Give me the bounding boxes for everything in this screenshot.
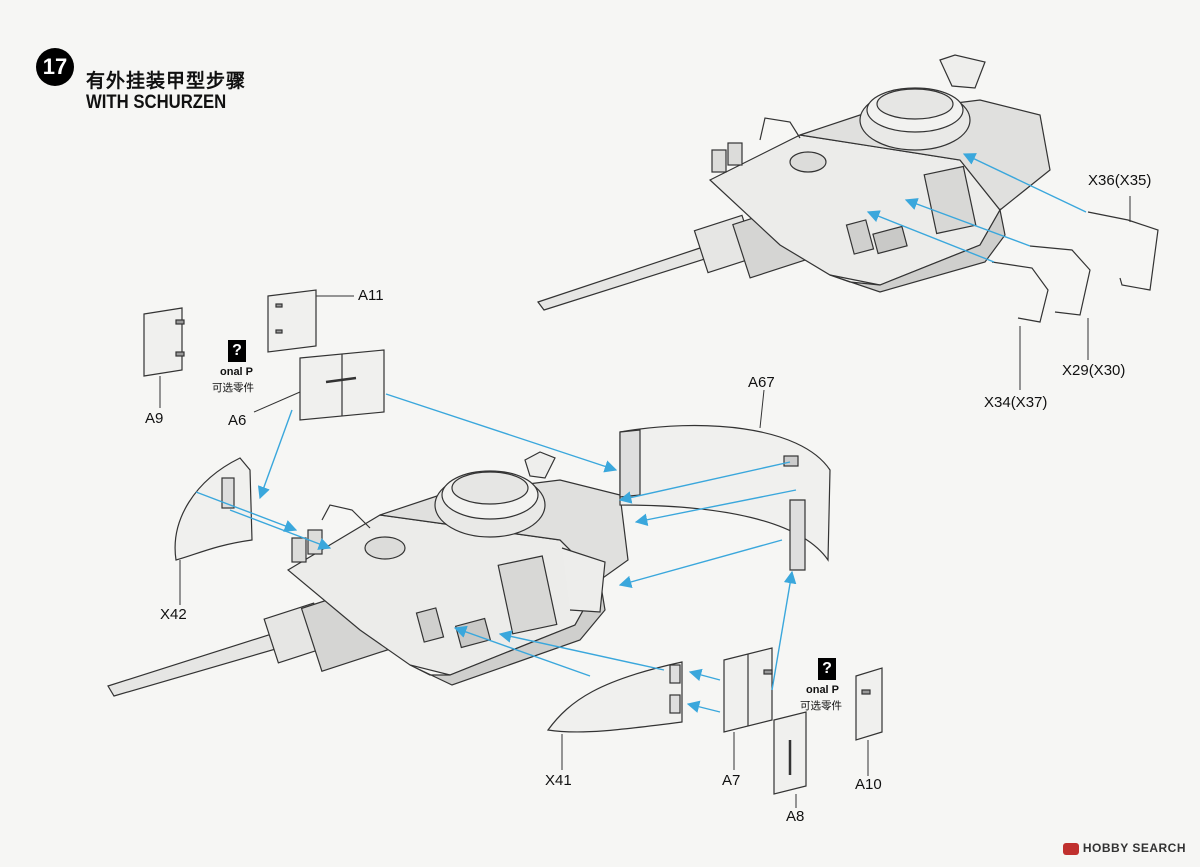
lower-turret bbox=[107, 451, 629, 697]
label-a7: A7 bbox=[722, 772, 741, 789]
label-x34: X34(X37) bbox=[984, 394, 1048, 411]
part-a67 bbox=[619, 424, 831, 571]
part-x42 bbox=[174, 457, 253, 561]
step-number-badge: 17 bbox=[36, 48, 74, 86]
optional-part-label-cn: 可选零件 bbox=[212, 382, 254, 394]
label-a9: A9 bbox=[145, 410, 164, 427]
part-x41 bbox=[546, 661, 683, 733]
part-a7 bbox=[723, 647, 773, 733]
label-a67: A67 bbox=[748, 374, 775, 391]
upper-brackets bbox=[991, 211, 1159, 323]
label-x41: X41 bbox=[545, 772, 572, 789]
optional-part-icon: ? bbox=[228, 340, 246, 362]
leader-lines bbox=[159, 196, 1131, 808]
label-x29: X29(X30) bbox=[1062, 362, 1126, 379]
step-title-english: WITH SCHURZEN bbox=[86, 92, 227, 113]
label-a8: A8 bbox=[786, 808, 805, 825]
part-a6 bbox=[299, 349, 385, 421]
step-title-chinese: 有外挂装甲型步骤 bbox=[86, 70, 247, 92]
watermark-text: HOBBY SEARCH bbox=[1082, 841, 1186, 855]
optional-part-icon: ? bbox=[818, 658, 836, 680]
watermark: HOBBY SEARCH bbox=[1062, 841, 1186, 855]
part-a9 bbox=[143, 307, 185, 377]
label-x36: X36(X35) bbox=[1088, 172, 1152, 189]
label-a6: A6 bbox=[228, 412, 247, 429]
part-a10 bbox=[855, 667, 883, 741]
hobby-search-logo-icon bbox=[1062, 842, 1079, 855]
part-a11 bbox=[267, 289, 317, 353]
optional-part-label: onal P bbox=[806, 684, 840, 696]
part-a8 bbox=[773, 711, 807, 795]
label-a10: A10 bbox=[855, 776, 882, 793]
optional-part-label: onal P bbox=[220, 366, 254, 378]
optional-part-label-cn: 可选零件 bbox=[800, 700, 842, 712]
label-a11: A11 bbox=[358, 287, 384, 304]
upper-turret bbox=[537, 54, 1051, 311]
assembly-arrows bbox=[195, 153, 1087, 713]
label-x42: X42 bbox=[160, 606, 187, 623]
